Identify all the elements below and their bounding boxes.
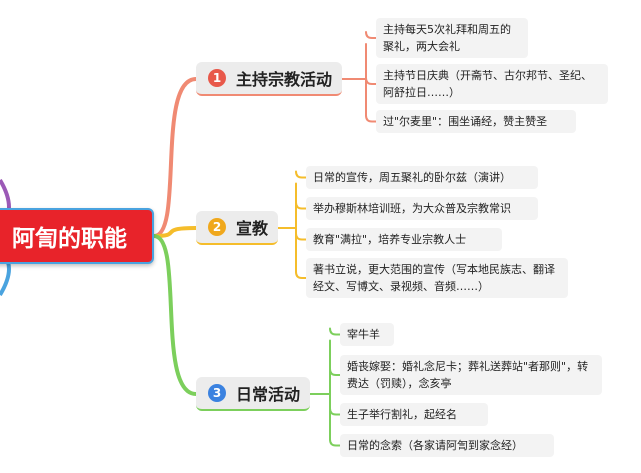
leaf-topic[interactable]: 生子举行割礼，起经名 — [340, 403, 488, 426]
branch-label: 主持宗教活动 — [236, 70, 333, 89]
root-topic[interactable]: 阿訇的职能 — [0, 208, 154, 264]
leaf-label: 婚丧嫁娶：婚礼念尼卡；葬礼送葬站"者那则"，转费达（罚赎），念亥亭 — [347, 360, 589, 390]
root-to-branch-connector — [152, 226, 198, 238]
leaf-connector — [295, 201, 307, 210]
leaf-connector — [295, 170, 307, 179]
branch-label: 日常活动 — [236, 385, 301, 404]
leaf-label: 主持节日庆典（开斋节、古尔邦节、圣纪、阿舒拉日……） — [383, 69, 592, 99]
root-to-branch-connector — [152, 234, 198, 396]
leaf-label: 日常的念索（各家请阿訇到家念经） — [347, 439, 523, 452]
root-topic-label: 阿訇的职能 — [12, 226, 127, 252]
offscreen-connector-blue — [0, 261, 11, 297]
leaf-label: 主持每天5次礼拜和周五的聚礼，两大会礼 — [383, 23, 511, 53]
leaf-topic[interactable]: 举办穆斯林培训班，为大众普及宗教常识 — [306, 197, 538, 220]
leaf-connector — [329, 438, 341, 447]
leaf-connector — [329, 327, 341, 336]
leaf-topic[interactable]: 日常的念索（各家请阿訇到家念经） — [340, 434, 554, 457]
leaf-connector — [329, 368, 341, 376]
leaf-label: 生子举行割礼，起经名 — [347, 408, 457, 421]
leaf-connector — [365, 114, 377, 123]
leaf-topic[interactable]: 教育"满拉"，培养专业宗教人士 — [306, 228, 502, 251]
number-badge-icon: 1 — [208, 69, 226, 87]
leaf-topic[interactable]: 主持节日庆典（开斋节、古尔邦节、圣纪、阿舒拉日……） — [376, 64, 608, 104]
branch-host-religious-activities[interactable]: 1 主持宗教活动 — [196, 62, 343, 96]
leaf-connector — [365, 77, 377, 85]
leaf-topic[interactable]: 婚丧嫁娶：婚礼念尼卡；葬礼送葬站"者那则"，转费达（罚赎），念亥亭 — [340, 355, 602, 395]
leaf-topic[interactable]: 著书立说，更大范围的宣传（写本地民族志、翻译经文、写博文、录视频、音频……） — [306, 258, 568, 298]
leaf-label: 过"尔麦里"：围坐诵经，赞主赞圣 — [383, 115, 548, 128]
leaf-topic[interactable]: 主持每天5次礼拜和周五的聚礼，两大会礼 — [376, 18, 528, 58]
leaf-label: 教育"满拉"，培养专业宗教人士 — [313, 233, 467, 246]
branch-preaching[interactable]: 2 宣教 — [196, 211, 279, 245]
number-badge-icon: 2 — [208, 218, 226, 236]
root-to-branch-connector — [152, 77, 198, 238]
leaf-connector — [295, 232, 307, 241]
branch-label: 宣教 — [236, 219, 269, 238]
leaf-label: 举办穆斯林培训班，为大众普及宗教常识 — [313, 202, 511, 215]
leaf-topic[interactable]: 过"尔麦里"：围坐诵经，赞主赞圣 — [376, 110, 576, 133]
leaf-connector — [295, 271, 307, 279]
leaf-label: 日常的宣传，周五聚礼的卧尔兹（演讲） — [313, 171, 511, 184]
leaf-topic[interactable]: 宰牛羊 — [340, 323, 394, 346]
branch-daily-activities[interactable]: 3 日常活动 — [196, 377, 311, 411]
leaf-label: 宰牛羊 — [347, 328, 380, 341]
number-badge-icon: 3 — [208, 384, 226, 402]
leaf-connector — [365, 31, 377, 39]
leaf-label: 著书立说，更大范围的宣传（写本地民族志、翻译经文、写博文、录视频、音频……） — [313, 263, 555, 293]
leaf-connector — [329, 407, 341, 416]
leaf-topic[interactable]: 日常的宣传，周五聚礼的卧尔兹（演讲） — [306, 166, 538, 189]
